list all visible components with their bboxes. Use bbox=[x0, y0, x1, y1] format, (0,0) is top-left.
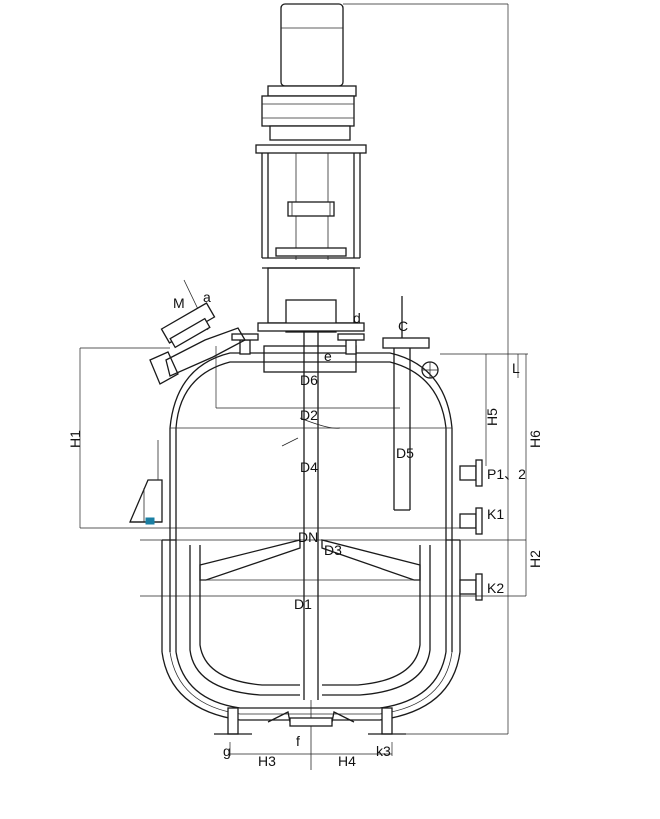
label-p1-2: P1、2 bbox=[487, 466, 526, 482]
label-h2: H2 bbox=[527, 550, 543, 568]
anchor-agitator bbox=[189, 539, 431, 696]
label-d: d bbox=[353, 310, 361, 326]
label-m: M bbox=[173, 295, 185, 311]
agitator-shaft bbox=[303, 331, 319, 770]
label-h1: H1 bbox=[67, 430, 83, 448]
label-f: f bbox=[296, 733, 300, 749]
label-d5: D5 bbox=[396, 445, 414, 461]
label-a: a bbox=[203, 289, 211, 305]
label-d2: D2 bbox=[300, 407, 318, 423]
label-d4: D4 bbox=[300, 459, 318, 475]
label-k1: K1 bbox=[487, 506, 504, 522]
manhole bbox=[149, 279, 246, 385]
dimension-labels: M a d C e D6 L H5 H6 H1 D2 D5 D4 P1、2 K1… bbox=[67, 289, 543, 769]
label-k2: K2 bbox=[487, 580, 504, 596]
label-h5: H5 bbox=[484, 408, 500, 426]
label-d3: D3 bbox=[324, 542, 342, 558]
label-e: e bbox=[324, 348, 332, 364]
support-lug bbox=[129, 440, 163, 525]
label-h3: H3 bbox=[258, 753, 276, 769]
label-h6: H6 bbox=[527, 430, 543, 448]
label-g: g bbox=[223, 743, 231, 759]
dimension-lines bbox=[79, 3, 528, 756]
bottom-outlets bbox=[214, 707, 406, 735]
side-nozzles bbox=[459, 459, 483, 601]
label-dn: DN bbox=[298, 529, 318, 545]
motor bbox=[261, 3, 357, 141]
label-c: C bbox=[398, 318, 408, 334]
drive-frame bbox=[255, 144, 367, 333]
label-l: L bbox=[512, 360, 520, 376]
label-k3: k3 bbox=[376, 743, 391, 759]
label-h4: H4 bbox=[338, 753, 356, 769]
label-d6: D6 bbox=[300, 372, 318, 388]
label-d1: D1 bbox=[294, 596, 312, 612]
top-nozzles bbox=[231, 296, 439, 511]
